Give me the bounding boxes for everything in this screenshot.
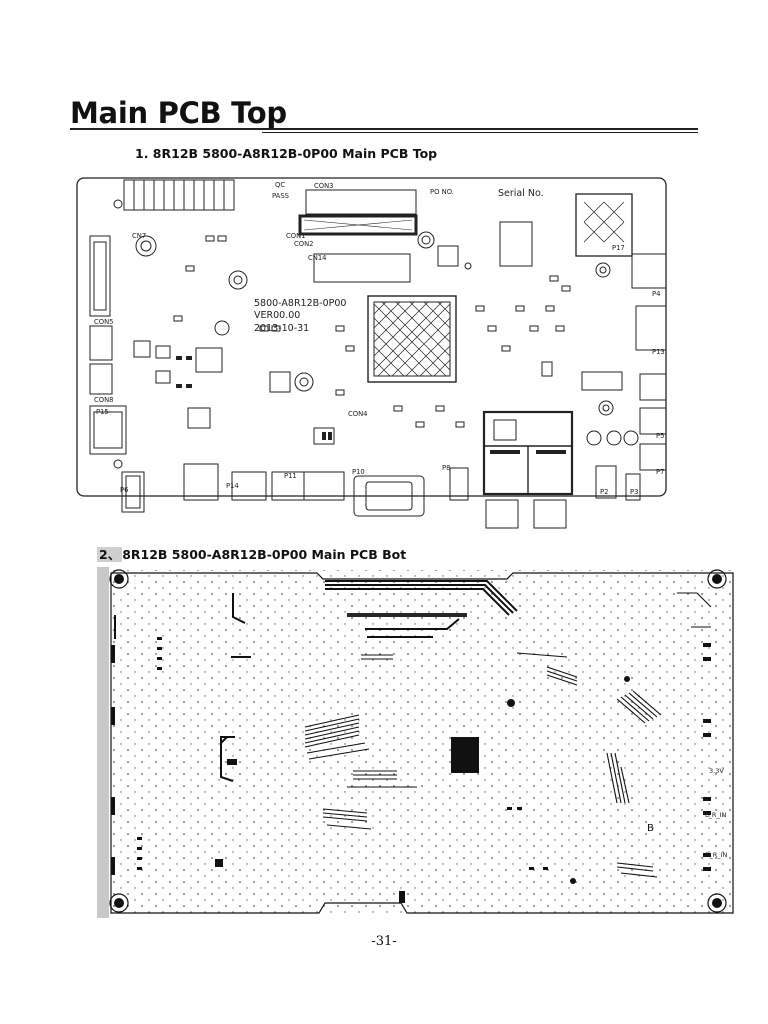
ref-label: B (647, 823, 654, 834)
figure-2-text: 8R12B 5800-A8R12B-0P00 Main PCB Bot (122, 547, 407, 562)
scan-shade (97, 567, 109, 918)
pcb-top-drawing: QC PASS PO NO. CON3 CON1 CON2 CN14 CN7 C… (76, 176, 668, 530)
connector-label: CN14 (308, 254, 326, 262)
connector-label: CON4 (348, 410, 368, 418)
board-label-pass: PASS (272, 192, 289, 200)
connector-label: P2 (600, 488, 608, 496)
connector-label: CON1 (286, 232, 306, 240)
connector-label: P8 (442, 464, 450, 472)
connector-label: P5 (656, 432, 664, 440)
page-title: Main PCB Top (70, 96, 287, 130)
title-rule (262, 132, 698, 133)
board-label-date: 2013-10-31 (254, 323, 309, 334)
board-label-po: PO NO. (430, 188, 454, 196)
page-number: -31- (371, 934, 397, 949)
net-label: 3.3V (709, 767, 724, 775)
connector-label: P14 (226, 482, 239, 490)
connector-label: P3 (630, 488, 638, 496)
connector-label: P17 (612, 244, 625, 252)
board-label-serial: Serial No. (498, 188, 544, 199)
board-label-model: 5800-A8R12B-0P00 (254, 298, 346, 309)
pcb-bottom-drawing: 3.3V L_R_IN R_R_IN B (97, 567, 738, 918)
connector-label: P4 (652, 290, 660, 298)
connector-label: P7 (656, 468, 664, 476)
connector-label: CN7 (132, 232, 146, 240)
connector-label: CON5 (94, 318, 114, 326)
figure-1-caption: 1. 8R12B 5800-A8R12B-0P00 Main PCB Top (135, 146, 438, 161)
board-label-qc: QC (275, 181, 285, 189)
net-label: L_R_IN (705, 811, 727, 819)
connector-label: CON2 (294, 240, 314, 248)
figure-2-caption: 2、8R12B 5800-A8R12B-0P00 Main PCB Bot (97, 544, 406, 563)
figure-2-number: 2、 (97, 547, 123, 562)
net-label: R_R_IN (705, 851, 727, 859)
board-label-version: VER00.00 (254, 310, 300, 321)
connector-label: P11 (284, 472, 297, 480)
connector-label: P15 (96, 408, 109, 416)
connector-label: P6 (120, 486, 128, 494)
connector-label: CON8 (94, 396, 114, 404)
connector-label: P13 (652, 348, 665, 356)
title-underline (70, 128, 698, 130)
connector-label: CON3 (314, 182, 334, 190)
connector-label: P10 (352, 468, 365, 476)
